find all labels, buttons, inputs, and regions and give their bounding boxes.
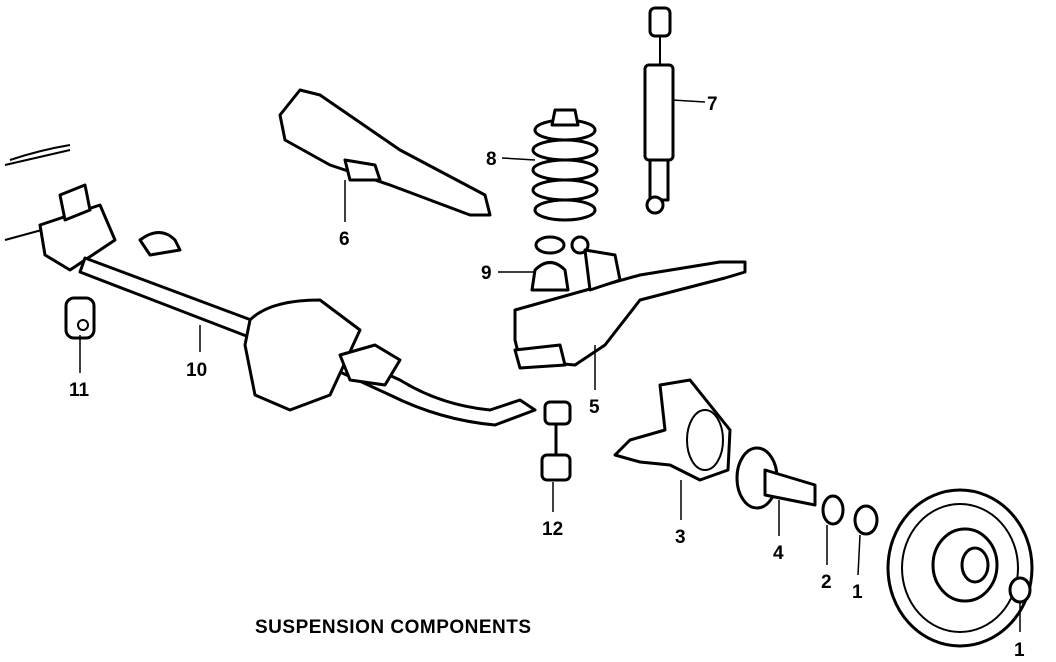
callout-3: 3 xyxy=(675,527,686,548)
steering-knuckle xyxy=(613,378,732,482)
brake-rotor xyxy=(886,488,1034,648)
spindle xyxy=(735,446,817,510)
bearing-nut xyxy=(853,504,879,536)
callout-1: 1 xyxy=(852,582,863,603)
callout-7: 7 xyxy=(707,94,718,115)
callout-2: 2 xyxy=(821,572,832,593)
stabilizer-bushing xyxy=(64,296,96,340)
leader-lines xyxy=(79,99,1021,632)
spring-insulator xyxy=(530,235,590,292)
callout-6: 6 xyxy=(339,229,350,250)
diagram-title: SUSPENSION COMPONENTS xyxy=(255,617,532,638)
callout-1-lug: 1 xyxy=(1014,640,1025,661)
stabilizer-link xyxy=(540,400,572,482)
frame-side xyxy=(243,298,362,412)
lug-nut xyxy=(1008,576,1032,604)
crossmember xyxy=(278,88,492,217)
callout-12: 12 xyxy=(542,519,563,540)
shock-absorber xyxy=(643,6,675,215)
callout-9: 9 xyxy=(481,263,492,284)
frame-rail xyxy=(4,144,182,272)
callout-4: 4 xyxy=(773,543,784,564)
callout-8: 8 xyxy=(486,149,497,170)
coil-spring xyxy=(531,108,599,222)
callout-11: 11 xyxy=(69,380,90,401)
callout-5: 5 xyxy=(589,397,600,418)
callout-10: 10 xyxy=(186,360,207,381)
bar-bracket xyxy=(338,343,402,387)
wheel-bearing xyxy=(821,494,845,526)
